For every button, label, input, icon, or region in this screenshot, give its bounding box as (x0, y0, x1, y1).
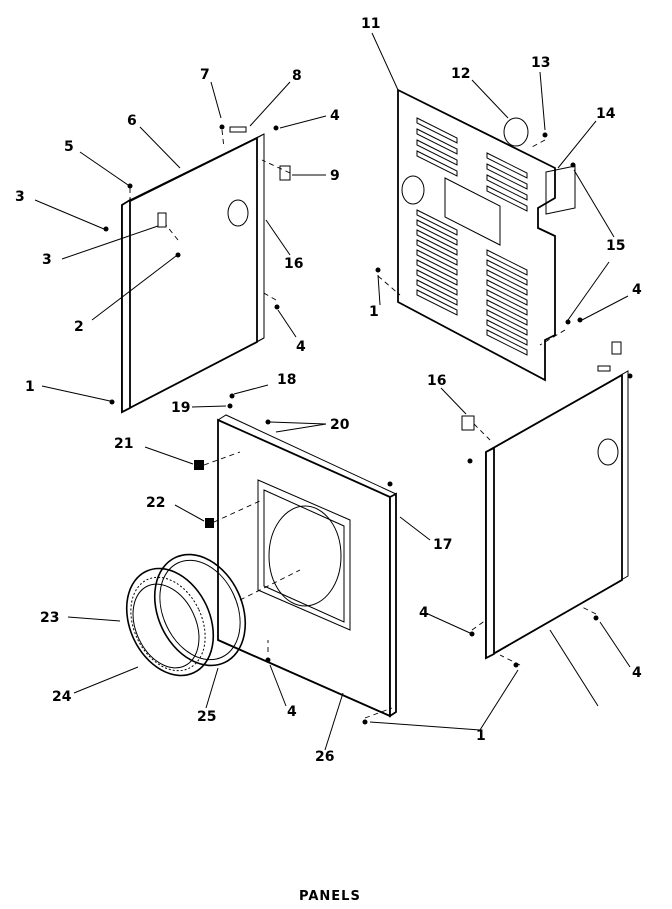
vent-slot (416, 279, 458, 306)
callout-4-rear-right: 4 (632, 282, 642, 298)
callout-20: 21 (114, 436, 133, 452)
leader-lines (34, 32, 631, 751)
vent-slot (486, 279, 528, 306)
part-15 (461, 415, 475, 431)
right-side-panel (485, 370, 629, 660)
rear-panel-vents (416, 117, 528, 356)
part-8 (229, 126, 247, 133)
vent-slot (486, 259, 528, 286)
vent-slot (486, 185, 528, 212)
callout-2: 2 (74, 319, 84, 335)
callout-4-top: 4 (330, 108, 340, 124)
callout-23: 24 (52, 689, 72, 705)
front-panel (217, 414, 397, 718)
callout-13: 14 (596, 106, 616, 122)
vent-slot (486, 174, 528, 201)
callout-22: 23 (40, 610, 59, 626)
callout-1-rear: 1 (369, 304, 379, 320)
vent-slot (486, 152, 528, 179)
callout-4-right-bottom: 4 (632, 665, 642, 681)
callout-19: 20 (330, 417, 350, 433)
callout-14: 15 (606, 238, 625, 254)
vent-slot (416, 209, 458, 236)
diagram-caption: PANELS (299, 889, 361, 904)
vent-slot (416, 229, 458, 256)
callout-18: 19 (171, 400, 190, 416)
callout-25: 26 (315, 749, 334, 765)
callout-15: 16 (427, 373, 446, 389)
callout-4-left-panel: 4 (296, 339, 306, 355)
callout-11: 12 (451, 66, 470, 82)
callout-16-left: 16 (284, 256, 303, 272)
callout-1-front: 1 (476, 728, 486, 744)
vent-slot (486, 289, 528, 316)
left-side-panel (121, 133, 265, 414)
part-9 (279, 165, 291, 181)
callout-4-left: 3 (15, 189, 25, 205)
small-parts (103, 124, 633, 725)
callout-7: 7 (200, 67, 210, 83)
vent-slot (486, 299, 528, 326)
rear-panel (397, 88, 576, 382)
callout-21: 22 (146, 495, 165, 511)
callout-17: 18 (277, 372, 296, 388)
part-upper-right (597, 365, 611, 372)
vent-slot (416, 249, 458, 276)
callout-9: 9 (330, 168, 340, 184)
part-20 (194, 460, 204, 470)
vent-slot (416, 117, 458, 144)
part-upper-right-clip (611, 341, 622, 355)
callout-6: 6 (127, 113, 137, 129)
callout-16-front: 17 (433, 537, 452, 553)
vent-slot (486, 269, 528, 296)
callout-5: 5 (64, 139, 74, 155)
part-21 (205, 518, 214, 528)
callout-24: 25 (197, 709, 216, 725)
vent-slot (416, 289, 458, 316)
door-ring-assembly (125, 553, 247, 677)
vent-slot (486, 249, 528, 276)
callout-12: 13 (531, 55, 550, 71)
callout-10: 11 (361, 16, 380, 32)
vent-slot (486, 319, 528, 346)
callout-4-front: 4 (287, 704, 297, 720)
vent-slot (416, 269, 458, 296)
vent-slot (416, 239, 458, 266)
assembly-lines (129, 129, 597, 719)
callout-4-right: 4 (419, 605, 429, 621)
callout-3: 3 (42, 252, 52, 268)
vent-slot (416, 139, 458, 166)
callout-1-left: 1 (25, 379, 35, 395)
vent-slot (416, 128, 458, 155)
vent-slot (416, 150, 458, 177)
callout-8: 8 (292, 68, 302, 84)
vent-slot (486, 329, 528, 356)
vent-slot (486, 309, 528, 336)
vent-slot (416, 219, 458, 246)
vent-slot (486, 163, 528, 190)
callout-labels: 11 12 13 14 15 4 1 7 8 4 6 5 9 3 3 16 2 … (15, 16, 642, 904)
vent-slot (416, 259, 458, 286)
